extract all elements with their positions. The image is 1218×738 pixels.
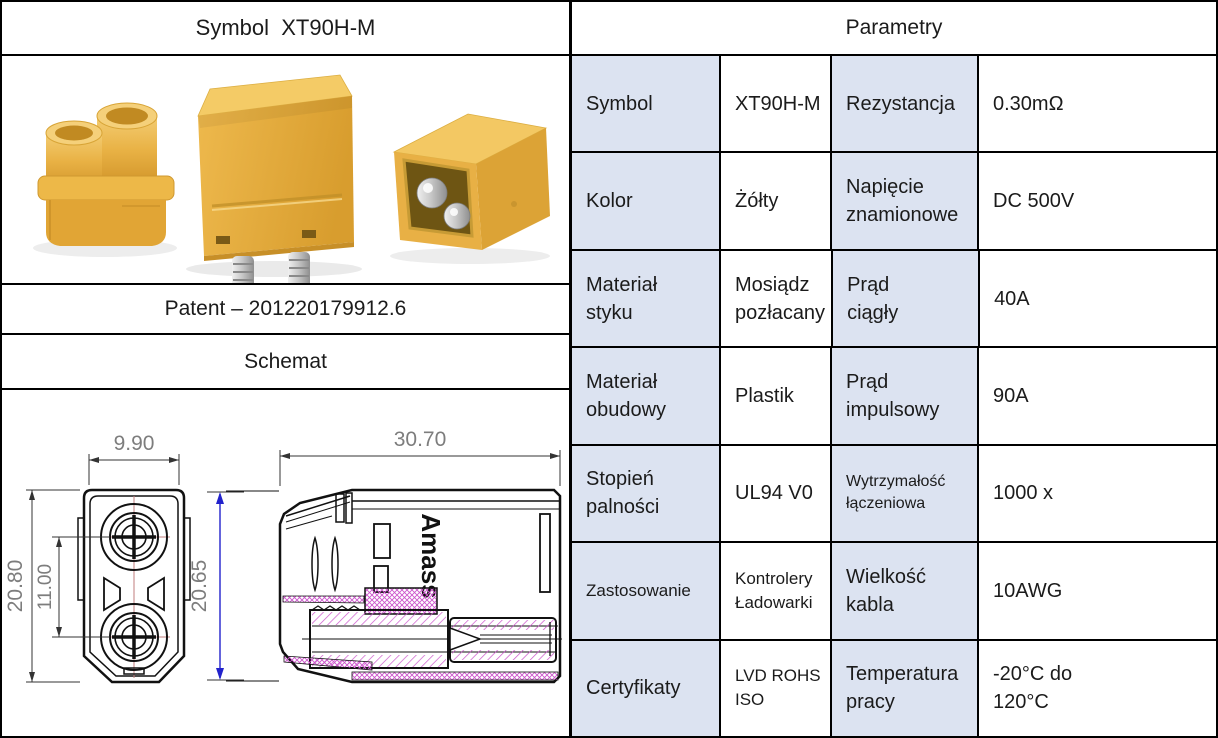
param-value: 0.30mΩ (979, 56, 1216, 152)
contact-circle-bottom (100, 603, 168, 671)
dimension-11-00: 11.00 (35, 536, 110, 638)
param-label: Wielkość kabla (832, 543, 979, 639)
amass-marking: Amass (416, 513, 446, 598)
svg-text:20.65: 20.65 (188, 560, 211, 613)
table-row: Materiał obudowy Plastik Prąd impulsowy … (572, 348, 1216, 446)
param-label: Materiał obudowy (572, 348, 721, 444)
front-view (77, 488, 191, 684)
contact-bullet-top (416, 177, 448, 209)
param-value: 1000 x (979, 445, 1216, 542)
schemat-title: Schemat (2, 335, 569, 390)
dimension-20-65: 20.65 (188, 491, 244, 681)
param-label: Wytrzymałość łączeniowa (832, 445, 979, 542)
param-value: Kontrolery Ładowarki (721, 543, 832, 639)
table-row: Symbol XT90H-M Rezystancja 0.30mΩ (572, 56, 1216, 154)
technical-drawing: Amass (2, 390, 569, 736)
product-photo (2, 56, 569, 285)
dimension-9-90: 9.90 (88, 432, 180, 485)
param-label: Temperatura pracy (832, 640, 979, 736)
param-label: Prąd ciągły (833, 250, 981, 347)
table-row: Zastosowanie Kontrolery Ładowarki Wielko… (572, 543, 1216, 641)
connector-photo-illustration (33, 74, 550, 283)
param-label: Prąd impulsowy (832, 348, 979, 444)
param-value: UL94 V0 (721, 445, 832, 542)
param-label: Stopień palności (572, 445, 721, 542)
param-label: Rezystancja (832, 56, 979, 152)
table-row: Stopień palności UL94 V0 Wytrzymałość łą… (572, 445, 1216, 544)
contact-circle-top (100, 503, 168, 571)
left-panel: Symbol XT90H-M (2, 2, 572, 736)
patent-number: Patent – 201220179912.6 (2, 285, 569, 335)
parameters-panel: Parametry Symbol XT90H-M Rezystancja 0.3… (572, 2, 1216, 736)
side-view: Amass (226, 488, 562, 684)
screw-stud-right (288, 252, 310, 283)
param-value: 10AWG (979, 543, 1216, 639)
svg-text:20.80: 20.80 (4, 560, 27, 613)
svg-text:30.70: 30.70 (394, 428, 447, 451)
param-label: Certyfikaty (572, 640, 721, 736)
connector-housing-photo (186, 74, 362, 283)
connector-cap-photo (33, 102, 177, 257)
svg-text:9.90: 9.90 (114, 432, 155, 455)
param-value: 40A (980, 250, 1216, 347)
parameters-title: Parametry (572, 2, 1216, 56)
table-row: Materiał styku Mosiądz pozłacany Prąd ci… (572, 250, 1216, 349)
param-value: DC 500V (979, 153, 1216, 249)
schematic-svg: Amass (4, 428, 562, 684)
dimension-30-70: 30.70 (279, 428, 561, 486)
param-label: Zastosowanie (572, 543, 721, 639)
param-label: Kolor (572, 153, 721, 249)
dimension-20-80: 20.80 (4, 489, 80, 683)
param-label: Napięcie znamionowe (832, 153, 979, 249)
screw-stud-left (232, 256, 254, 283)
param-value: XT90H-M (721, 56, 832, 152)
table-row: Certyfikaty LVD ROHS ISO Temperatura pra… (572, 640, 1216, 736)
param-value: -20°C do 120°C (979, 640, 1216, 736)
table-row: Kolor Żółty Napięcie znamionowe DC 500V (572, 153, 1216, 251)
param-label: Symbol (572, 56, 721, 152)
connector-male-photo (390, 113, 550, 264)
parameters-table: Symbol XT90H-M Rezystancja 0.30mΩ Kolor … (572, 56, 1216, 736)
svg-text:11.00: 11.00 (35, 564, 56, 610)
param-value: Plastik (721, 348, 832, 444)
param-value: LVD ROHS ISO (721, 640, 832, 736)
param-value: Żółty (721, 153, 832, 249)
param-value: Mosiądz pozłacany (721, 250, 834, 347)
contact-bullet-bottom (443, 202, 471, 230)
param-value: 90A (979, 348, 1216, 444)
param-label: Materiał styku (572, 250, 721, 347)
symbol-title: Symbol XT90H-M (2, 2, 569, 56)
